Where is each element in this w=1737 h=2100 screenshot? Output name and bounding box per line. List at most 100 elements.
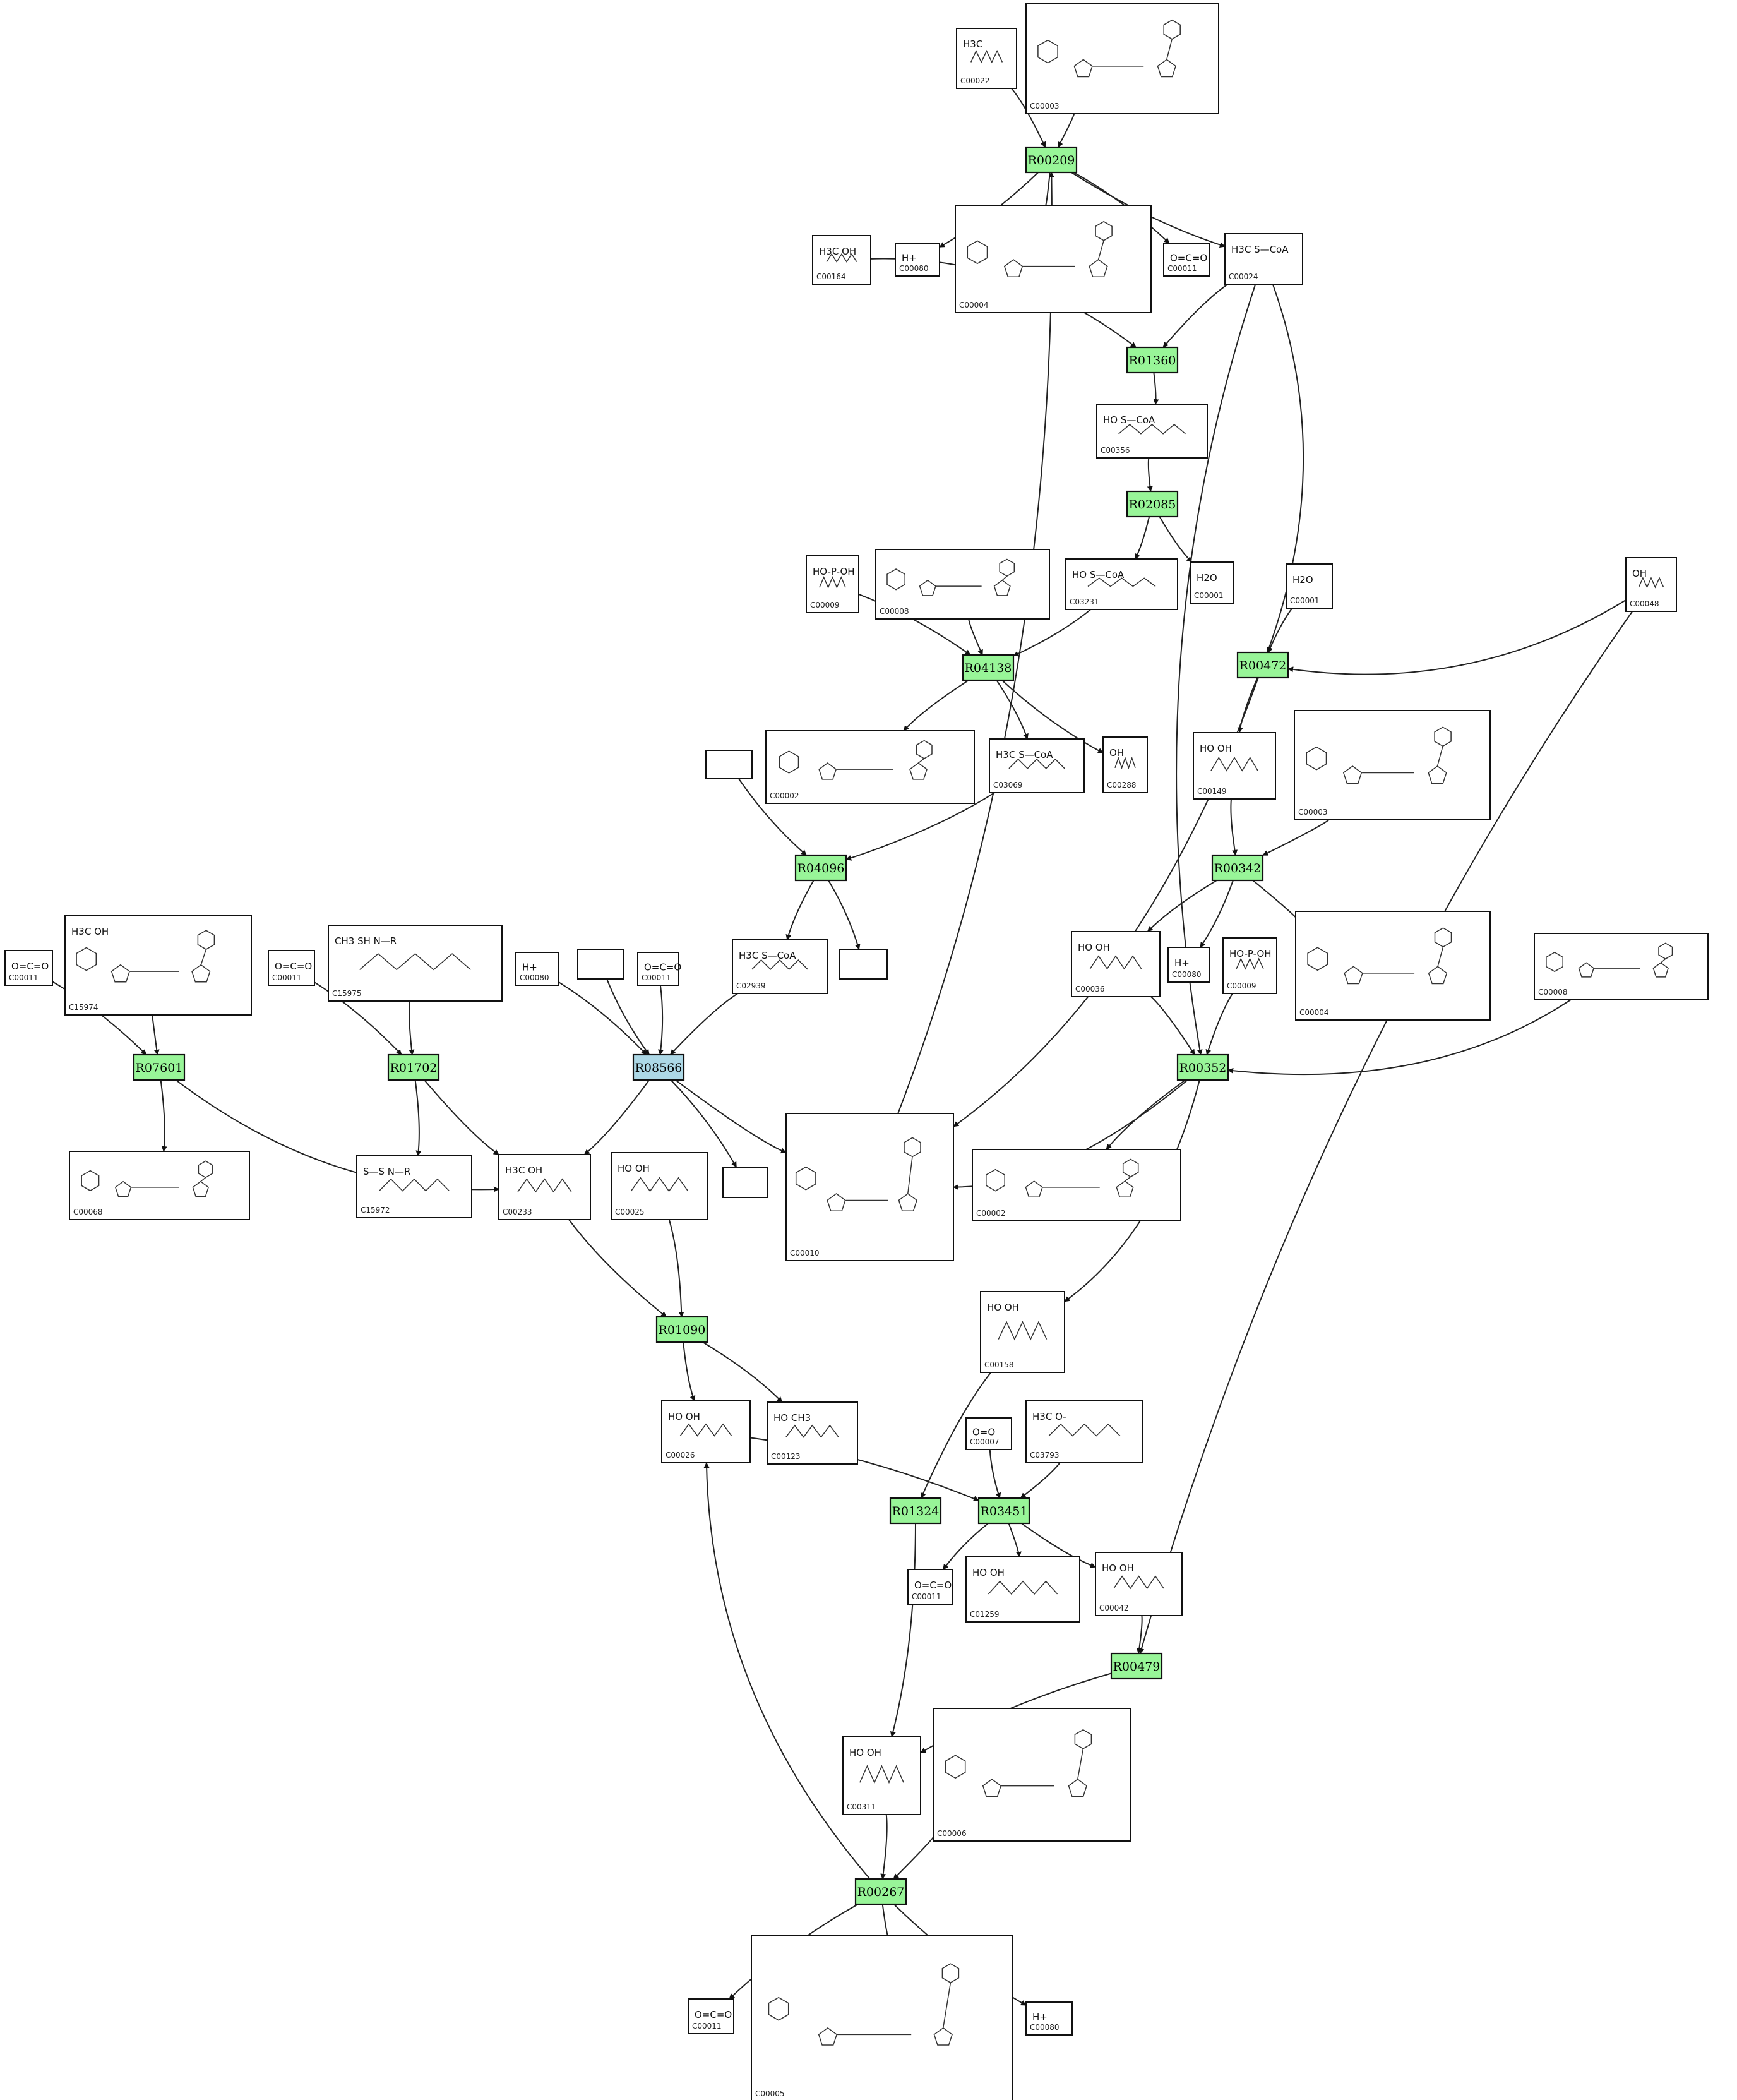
empty-compound-node[interactable] (705, 750, 753, 779)
compound-c00004[interactable]: C00004 (955, 205, 1152, 313)
reaction-r00342[interactable]: R00342 (1211, 854, 1264, 882)
reaction-id-label: R00479 (1113, 1660, 1161, 1674)
compound-c00080[interactable]: H+C00080 (895, 243, 940, 277)
compound-box (1065, 558, 1178, 610)
compound-box (69, 1151, 250, 1220)
compound-c00003[interactable]: C00003 (1025, 3, 1219, 114)
reaction-r01090[interactable]: R01090 (655, 1316, 708, 1343)
compound-c00002[interactable]: C00002 (765, 730, 975, 804)
reaction-r08566[interactable]: R08566 (632, 1053, 685, 1081)
reaction-r03451[interactable]: R03451 (977, 1497, 1030, 1525)
compound-box (1294, 710, 1491, 820)
compound-box (1025, 3, 1219, 114)
compound-id-label: C00123 (771, 1452, 801, 1461)
structure-sketch (630, 1177, 689, 1192)
empty-compound-node[interactable] (577, 949, 624, 980)
compound-c03793[interactable]: H3C O-C03793 (1025, 1400, 1143, 1463)
compound-c00080[interactable]: H+C00080 (1025, 2001, 1073, 2036)
compound-c00006[interactable]: C00006 (933, 1708, 1131, 1842)
structure-sketch (679, 1423, 732, 1437)
reaction-r00352[interactable]: R00352 (1176, 1053, 1229, 1081)
compound-formula: HO OH (618, 1163, 650, 1174)
compound-c00080[interactable]: H+C00080 (1167, 947, 1210, 983)
reaction-r00479[interactable]: R00479 (1110, 1652, 1163, 1680)
compound-c00010[interactable]: C00010 (785, 1113, 954, 1261)
compound-box (972, 1149, 1181, 1221)
structure-sketch (1306, 726, 1452, 784)
reaction-r00209[interactable]: R00209 (1025, 146, 1078, 174)
reaction-r02085[interactable]: R02085 (1126, 490, 1179, 518)
compound-box (356, 1155, 472, 1218)
compound-box (637, 952, 679, 986)
compound-c00008[interactable]: C00008 (1534, 933, 1709, 1000)
compound-id-label: C00002 (976, 1209, 1006, 1218)
reaction-id-label: R00472 (1239, 659, 1287, 673)
edge-R04138-to-c00002_a (903, 680, 969, 731)
reaction-r01360[interactable]: R01360 (1126, 346, 1179, 374)
empty-compound-node[interactable] (722, 1167, 768, 1198)
compound-box (1286, 563, 1333, 609)
compound-c00003[interactable]: C00003 (1294, 710, 1491, 820)
reaction-r07601[interactable]: R07601 (133, 1053, 186, 1081)
edge-R00342-to-c00004_b (1252, 880, 1302, 925)
structure-sketch (359, 953, 471, 971)
compound-id-label: C00004 (959, 301, 989, 309)
empty-node-box (577, 949, 624, 980)
reaction-r01324[interactable]: R01324 (889, 1497, 942, 1525)
compound-box (956, 28, 1017, 89)
edge-c00008-to-R04138 (968, 618, 983, 656)
reaction-r04096[interactable]: R04096 (794, 854, 847, 882)
reaction-r00267[interactable]: R00267 (854, 1878, 907, 1905)
reaction-r04138[interactable]: R04138 (962, 654, 1015, 681)
compound-c00008[interactable]: C00008 (875, 549, 1050, 620)
compound-box (785, 1113, 954, 1261)
compound-c00002[interactable]: C00002 (972, 1149, 1181, 1221)
empty-compound-node[interactable] (839, 949, 888, 980)
structure-sketch (768, 1963, 960, 2046)
edge-c00003_b-to-R00342 (1262, 819, 1330, 856)
compound-c00068[interactable]: C00068 (69, 1151, 250, 1220)
compound-c00004[interactable]: C00004 (1295, 911, 1491, 1021)
compound-id-label: C00011 (692, 2022, 722, 2031)
compound-c00005[interactable]: C00005 (751, 1935, 1013, 2100)
edge-R01324-to-c00311 (890, 1523, 916, 1737)
reaction-r00472[interactable]: R00472 (1236, 651, 1289, 679)
reaction-r01702[interactable]: R01702 (387, 1053, 440, 1081)
compound-c00080[interactable]: H+C00080 (515, 952, 559, 986)
compound-formula: H3C S—CoA (996, 749, 1053, 760)
